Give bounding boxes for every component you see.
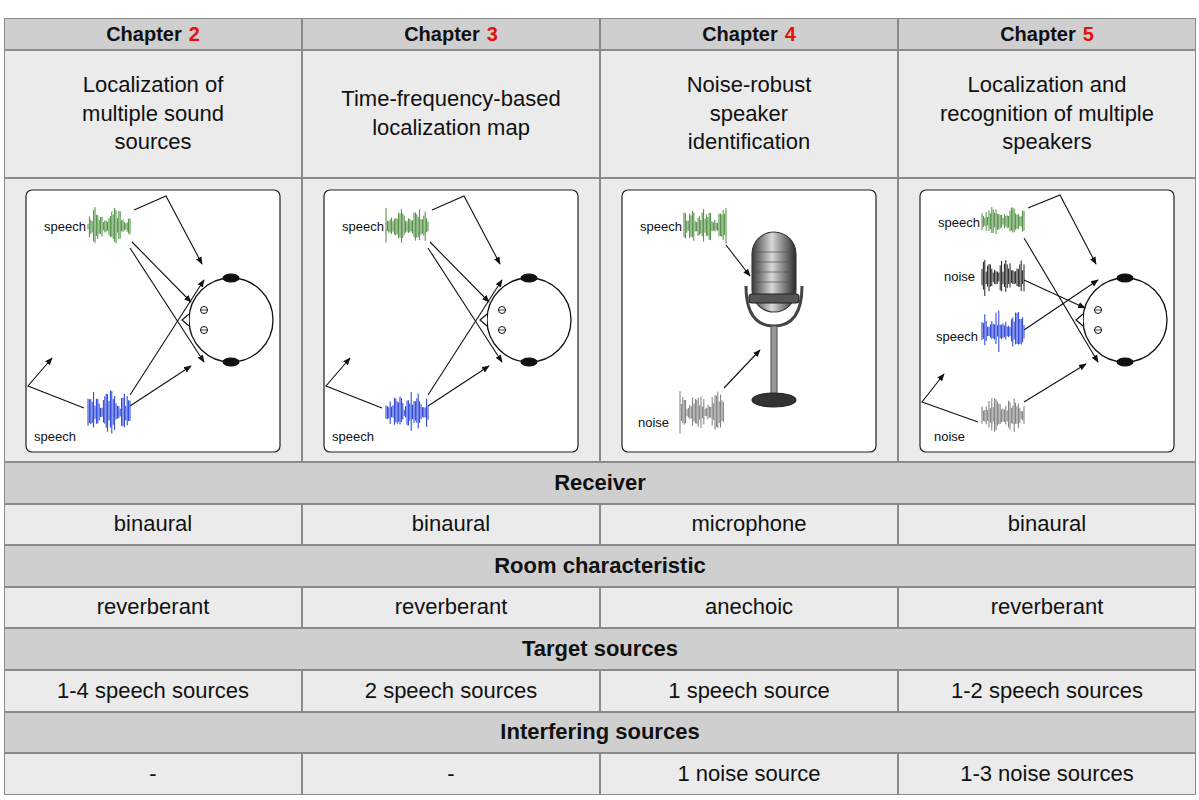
- table-cell-text: binaural: [898, 504, 1196, 546]
- waveforms: [88, 207, 1024, 433]
- table-cell-text: 1-2 speech sources: [898, 670, 1196, 712]
- table-cell-text: anechoic: [600, 587, 898, 629]
- waveform: [982, 398, 1024, 432]
- table-cell-value: 1-2 speech sources: [951, 677, 1143, 706]
- chapter-heading: Chapter: [106, 21, 182, 47]
- waveform: [684, 208, 726, 244]
- table-cell-text: 2 speech sources: [302, 670, 600, 712]
- row-heading: Receiver: [554, 469, 646, 498]
- chapter-number: 5: [1083, 21, 1094, 47]
- table-cell-value: binaural: [114, 510, 192, 539]
- waveform: [982, 207, 1024, 234]
- source-label: noise: [934, 430, 965, 444]
- table-cell-value: reverberant: [991, 593, 1104, 622]
- waveform: [982, 260, 1024, 296]
- table-cell-text: 1 noise source: [600, 753, 898, 795]
- panel-microphone: [622, 190, 876, 452]
- panel-speakers-and-noise: [920, 190, 1174, 452]
- table-cell-value: 1-4 speech sources: [57, 677, 249, 706]
- source-label: speech: [938, 216, 980, 230]
- chapter-number: 4: [785, 21, 796, 47]
- source-label: speech: [34, 430, 76, 444]
- table-cell-text: Room characteristic: [4, 545, 1196, 587]
- source-label: speech: [936, 330, 978, 344]
- chapter-title: Localization and recognition of multiple…: [931, 71, 1163, 157]
- table-cell-text: 1 speech source: [600, 670, 898, 712]
- table-cell-value: 1 noise source: [677, 760, 820, 789]
- table-cell-text: Chapter 3: [302, 18, 600, 50]
- table-cell-text: binaural: [302, 504, 600, 546]
- row-heading: Room characteristic: [494, 552, 706, 581]
- table-cell-text: -: [302, 753, 600, 795]
- table-cell-value: binaural: [412, 510, 490, 539]
- table-cell-text: Chapter 4: [600, 18, 898, 50]
- row-heading: Interfering sources: [500, 718, 699, 747]
- waveform: [982, 311, 1024, 352]
- table-cell: [302, 50, 600, 178]
- table-cell-value: 1 speech source: [668, 677, 829, 706]
- waveform: [386, 392, 428, 431]
- chapter-title: Noise-robust speaker identification: [659, 71, 839, 157]
- table-cell-text: 1-3 noise sources: [898, 753, 1196, 795]
- table-cell-value: -: [447, 760, 454, 789]
- table-cell-text: Target sources: [4, 628, 1196, 670]
- table-cell-value: 1-3 noise sources: [960, 760, 1134, 789]
- table-cell-text: reverberant: [4, 587, 302, 629]
- panel-two-speakers: [324, 190, 578, 452]
- source-label: speech: [44, 220, 86, 234]
- table-cell-text: Localization and recognition of multiple…: [898, 50, 1196, 178]
- table-cell-value: microphone: [692, 510, 807, 539]
- waveform: [680, 391, 723, 434]
- chapter-number: 2: [189, 21, 200, 47]
- source-label: speech: [342, 220, 384, 234]
- waveform: [386, 208, 428, 243]
- row-heading: Target sources: [522, 635, 678, 664]
- table-cell-text: reverberant: [302, 587, 600, 629]
- table-cell-value: binaural: [1008, 510, 1086, 539]
- table-cell-text: reverberant: [898, 587, 1196, 629]
- table-cell-text: Chapter 5: [898, 18, 1196, 50]
- table-cell-value: 2 speech sources: [365, 677, 537, 706]
- table-cell-text: binaural: [4, 504, 302, 546]
- chapter-title: Localization of multiple sound sources: [78, 71, 228, 157]
- table-cell-text: Time-frequency-based localization map: [302, 50, 600, 178]
- chapter-title: Time-frequency-based localization map: [341, 85, 561, 142]
- table-cell-value: reverberant: [97, 593, 210, 622]
- chapter-number: 3: [487, 21, 498, 47]
- table-cell-text: Chapter 2: [4, 18, 302, 50]
- table-cell-value: anechoic: [705, 593, 793, 622]
- table-cell-text: Interfering sources: [4, 712, 1196, 754]
- panel-two-speakers: [26, 190, 280, 452]
- chapter-heading: Chapter: [404, 21, 480, 47]
- table-cell-value: -: [149, 760, 156, 789]
- waveform: [88, 391, 130, 434]
- source-label: noise: [944, 270, 975, 284]
- table-cell-text: Noise-robust speaker identification: [600, 50, 898, 178]
- source-label: speech: [332, 430, 374, 444]
- table-cell-text: -: [4, 753, 302, 795]
- table-cell-text: Localization of multiple sound sources: [4, 50, 302, 178]
- waveform: [88, 207, 130, 243]
- source-label: speech: [640, 220, 682, 234]
- table-cell-value: reverberant: [395, 593, 508, 622]
- table-cell-text: microphone: [600, 504, 898, 546]
- chapter-heading: Chapter: [1000, 21, 1076, 47]
- source-label: noise: [638, 416, 669, 430]
- chapter-heading: Chapter: [702, 21, 778, 47]
- table-cell-text: 1-4 speech sources: [4, 670, 302, 712]
- table-cell-text: Receiver: [4, 462, 1196, 504]
